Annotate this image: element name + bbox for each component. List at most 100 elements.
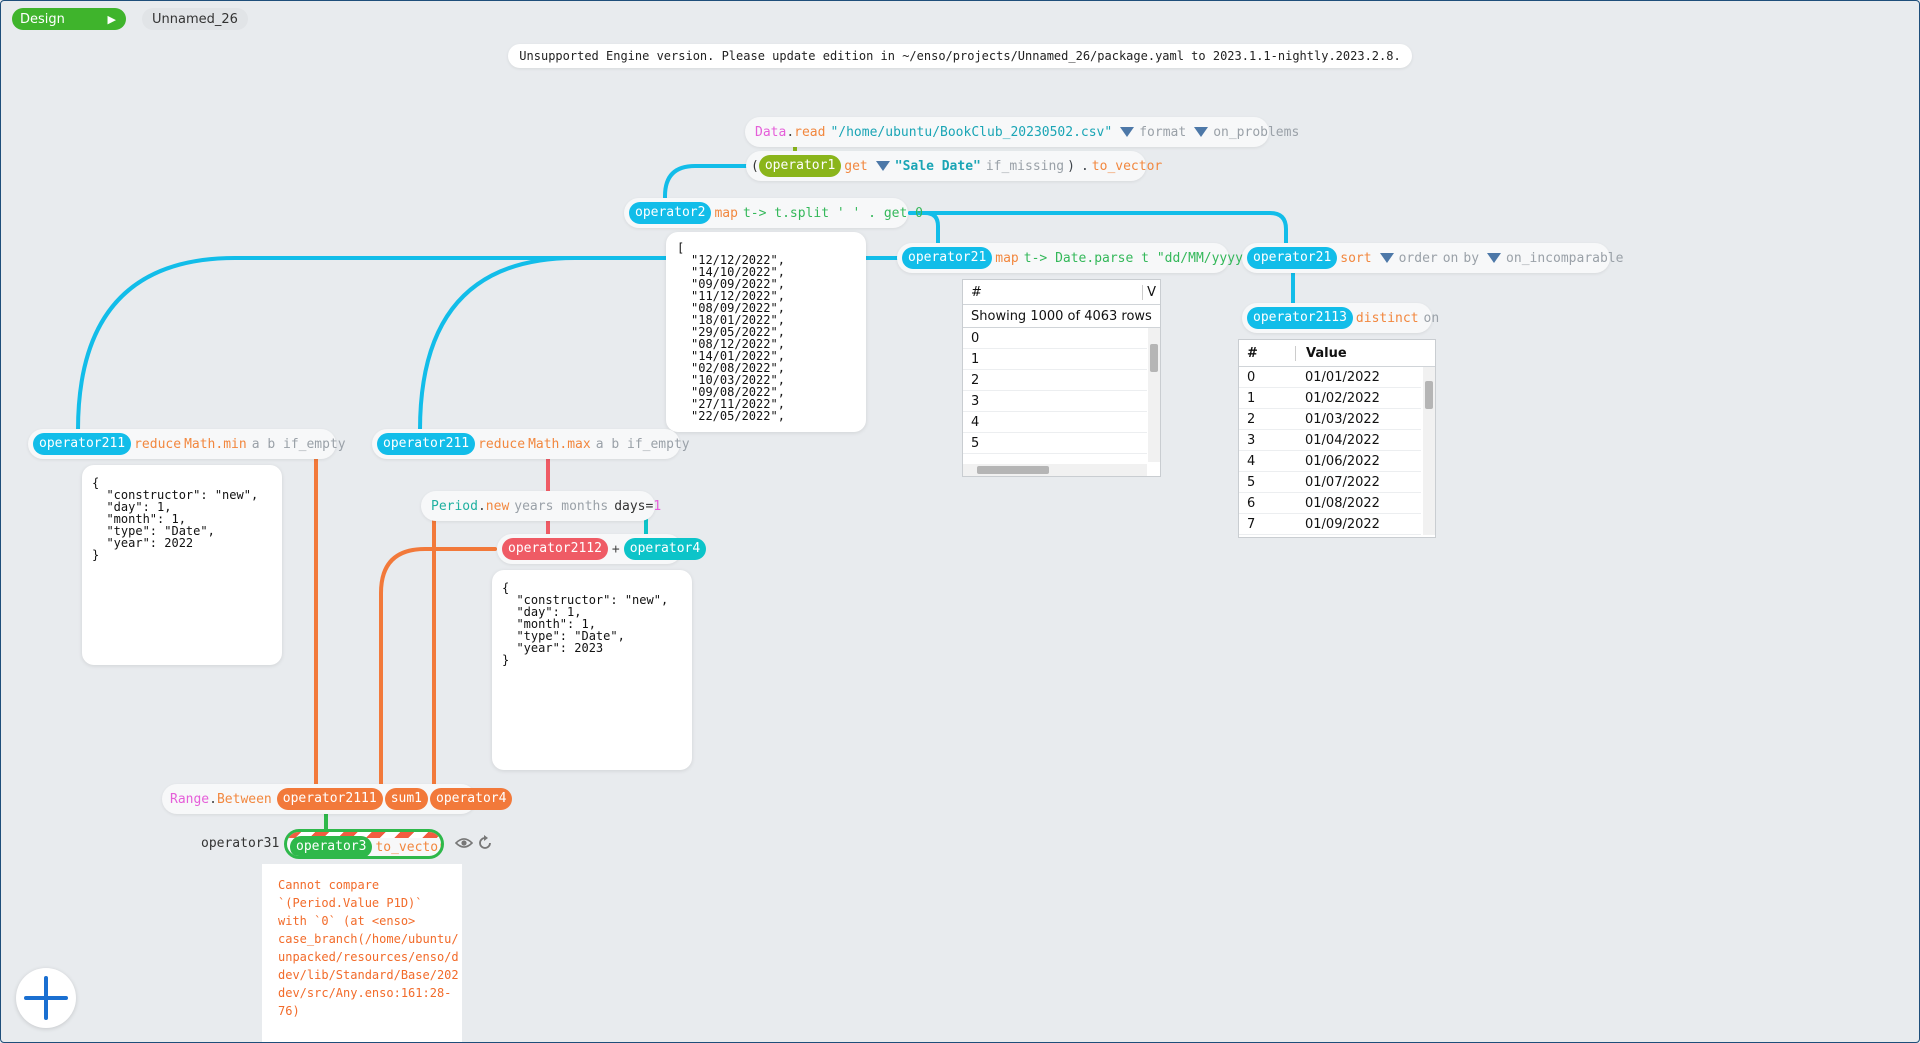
period-days-value[interactable]: 1 <box>653 498 662 514</box>
plus-left-operand[interactable]: operator2112 <box>502 538 608 560</box>
node-plus[interactable]: operator2112 + operator4 <box>497 534 707 564</box>
node-to-vector[interactable]: operator3 to_vector <box>284 829 444 859</box>
get-if-missing-arg[interactable]: if_missing <box>985 158 1065 174</box>
split-preview-item: "14/10/2022", <box>691 265 785 279</box>
data-read-format-arg[interactable]: format <box>1139 124 1187 140</box>
to-vector-var[interactable]: operator3 <box>290 836 373 856</box>
reduce-max-var[interactable]: operator211 <box>377 433 476 455</box>
range-arg-step[interactable]: operator4 <box>430 788 513 810</box>
eye-icon[interactable] <box>455 836 473 850</box>
distinct-var[interactable]: operator2113 <box>1247 307 1353 329</box>
sort-order-dropdown-arrow-icon[interactable] <box>1379 253 1394 263</box>
reduce-max-expr[interactable]: Math.max <box>528 436 591 452</box>
sort-by-dropdown-arrow-icon[interactable] <box>1487 253 1502 263</box>
range-arg-start[interactable]: operator2111 <box>276 788 383 810</box>
reduce-min-args[interactable]: a b if_empty <box>251 436 346 452</box>
sort-var[interactable]: operator21 <box>1247 247 1338 269</box>
distinct-table-row[interactable]: 6 01/08/2022 <box>1239 493 1421 514</box>
get-dot: . <box>1080 158 1089 174</box>
parse-table-row-index: 2 <box>971 372 980 388</box>
range-object: Range <box>170 791 210 807</box>
parse-table-hscroll[interactable] <box>963 464 1147 476</box>
node-name-label[interactable]: operator31 <box>201 836 280 851</box>
plus-right-operand[interactable]: operator4 <box>623 538 707 560</box>
node-get[interactable]: ( operator1 get "Sale Date" if_missing )… <box>746 151 1162 181</box>
reduce-max-args[interactable]: a b if_empty <box>595 436 690 452</box>
min-result-panel[interactable]: { "constructor": "new", "day": 1, "month… <box>82 465 282 665</box>
format-dropdown-arrow-icon[interactable] <box>1120 127 1135 137</box>
reduce-min-expr[interactable]: Math.min <box>184 436 247 452</box>
parse-table-row-index: 1 <box>971 351 980 367</box>
parse-table-showing-label: Showing 1000 of 4063 rows <box>971 308 1152 324</box>
map-split-expr[interactable]: t-> t.split ' ' . get 0 <box>742 205 923 221</box>
get-dropdown-arrow-icon[interactable] <box>875 161 890 171</box>
map-split-var[interactable]: operator2 <box>629 202 712 224</box>
parse-table-row[interactable]: 4 <box>963 412 1147 433</box>
parse-table-row[interactable]: 0 <box>963 328 1147 349</box>
range-method: Between <box>216 791 272 807</box>
node-data-read[interactable]: Data . read "/home/ubuntu/BookClub_20230… <box>745 117 1299 147</box>
distinct-table-row-value: 01/08/2022 <box>1305 495 1380 511</box>
node-sort[interactable]: operator21 sort order on by on_incompara… <box>1242 243 1623 273</box>
node-map-split[interactable]: operator2 map t-> t.split ' ' . get 0 <box>624 198 923 228</box>
sort-on-incomparable-arg[interactable]: on_incomparable <box>1506 250 1624 266</box>
data-read-method: read <box>794 124 826 140</box>
data-read-path[interactable]: "/home/ubuntu/BookClub_20230502.csv" <box>830 124 1113 140</box>
distinct-table-header: # Value <box>1239 340 1435 367</box>
data-read-on-problems-arg[interactable]: on_problems <box>1213 124 1300 140</box>
node-period-new[interactable]: Period . new years months days= 1 <box>421 491 661 521</box>
node-map-parse[interactable]: operator21 map t-> Date.parse t "dd/MM/y… <box>897 243 1251 273</box>
project-name-tab[interactable]: Unnamed_26 <box>142 8 248 30</box>
get-key[interactable]: "Sale Date" <box>894 158 981 174</box>
split-preview-item: "11/12/2022", <box>691 289 785 303</box>
distinct-table-vscroll-thumb[interactable] <box>1425 381 1433 409</box>
node-distinct[interactable]: operator2113 distinct on <box>1242 303 1439 333</box>
distinct-table-vscroll[interactable] <box>1423 367 1435 535</box>
get-input-var[interactable]: operator1 <box>758 155 842 177</box>
range-arg-sum[interactable]: sum1 <box>384 788 428 810</box>
distinct-table-row-index: 6 <box>1247 495 1256 511</box>
parse-table-row[interactable]: 5 <box>963 433 1147 454</box>
add-node-button[interactable] <box>16 968 76 1028</box>
parse-table-vscroll[interactable] <box>1148 328 1160 462</box>
parse-table-row[interactable]: 3 <box>963 391 1147 412</box>
parse-table-vscroll-thumb[interactable] <box>1150 344 1158 372</box>
reduce-min-var[interactable]: operator211 <box>33 433 132 455</box>
parse-table-col-hash: # <box>971 284 982 300</box>
distinct-on-arg[interactable]: on <box>1423 310 1440 326</box>
map-parse-var[interactable]: operator21 <box>902 247 993 269</box>
refresh-icon[interactable] <box>477 835 493 851</box>
sum-result-panel[interactable]: { "constructor": "new", "day": 1, "month… <box>492 570 692 770</box>
sort-on-arg[interactable]: on <box>1442 250 1459 266</box>
design-mode-button[interactable]: Design ▶ <box>12 8 126 30</box>
parse-table-row[interactable]: 2 <box>963 370 1147 391</box>
node-reduce-min[interactable]: operator211 reduce Math.min a b if_empty <box>28 429 346 459</box>
sort-order-arg[interactable]: order <box>1398 250 1438 266</box>
parse-table-row[interactable]: 1 <box>963 349 1147 370</box>
sort-by-arg[interactable]: by <box>1463 250 1480 266</box>
play-icon[interactable]: ▶ <box>107 12 116 26</box>
on-problems-dropdown-arrow-icon[interactable] <box>1194 127 1209 137</box>
split-preview-panel[interactable]: [ "12/12/2022","14/10/2022","09/09/2022"… <box>666 232 866 432</box>
period-days-arg[interactable]: days= <box>614 498 654 514</box>
parse-table-hscroll-thumb[interactable] <box>977 466 1049 474</box>
parse-table-row-count: Showing 1000 of 4063 rows <box>963 305 1160 328</box>
map-parse-method: map <box>995 250 1019 266</box>
node-reduce-max[interactable]: operator211 reduce Math.max a b if_empty <box>372 429 690 459</box>
distinct-table-row-index: 7 <box>1247 516 1256 532</box>
period-object: Period <box>431 498 478 514</box>
node-range-between[interactable]: Range . Between operator2111 sum1 operat… <box>162 784 513 814</box>
period-args[interactable]: years months <box>514 498 609 514</box>
map-parse-expr[interactable]: t-> Date.parse t "dd/MM/yyyy" <box>1023 250 1251 266</box>
